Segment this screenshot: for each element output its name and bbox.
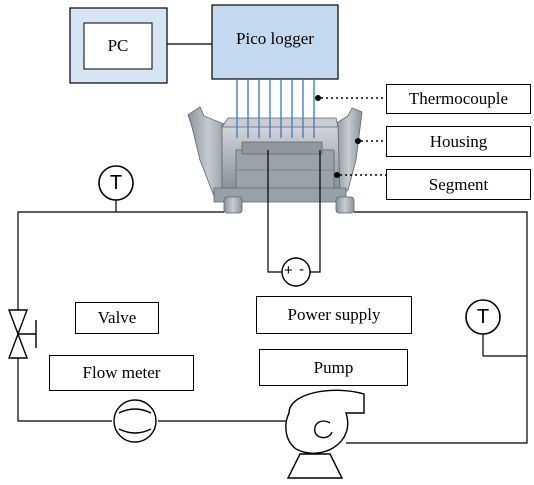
temperature-sensor-right-label: T bbox=[476, 305, 490, 328]
thermocouple-wires bbox=[236, 79, 315, 138]
pico-logger-label: Pico logger bbox=[236, 29, 314, 48]
power-minus-label: - bbox=[299, 261, 304, 278]
power-supply-label: Power supply bbox=[256, 296, 412, 334]
power-plus-label: + bbox=[284, 262, 293, 279]
flow-meter-label: Flow meter bbox=[49, 355, 194, 391]
pc-inner-box bbox=[83, 22, 153, 70]
fluid-loop bbox=[17, 200, 528, 444]
power-source-symbol bbox=[281, 257, 311, 287]
temperature-sensor-left bbox=[98, 165, 134, 201]
pico-logger-box bbox=[211, 4, 339, 80]
valve-label: Valve bbox=[75, 302, 159, 334]
segment-plate bbox=[241, 141, 323, 155]
pump-symbol bbox=[285, 389, 365, 479]
flow-meter-symbol bbox=[113, 399, 157, 443]
temperature-sensor-right bbox=[465, 299, 501, 335]
housing-label: Housing bbox=[386, 126, 531, 157]
left-pipe bbox=[223, 196, 243, 214]
power-wiring bbox=[267, 150, 321, 273]
temperature-sensor-left-label: T bbox=[109, 171, 123, 194]
leader-lines bbox=[315, 95, 386, 178]
segment-label: Segment bbox=[386, 169, 531, 200]
pc-label: PC bbox=[107, 36, 129, 55]
thermocouple-label: Thermocouple bbox=[386, 84, 531, 114]
pump-label: Pump bbox=[259, 349, 408, 386]
housing-assembly bbox=[187, 106, 363, 214]
right-pipe bbox=[335, 196, 355, 214]
valve-symbol bbox=[7, 309, 37, 359]
